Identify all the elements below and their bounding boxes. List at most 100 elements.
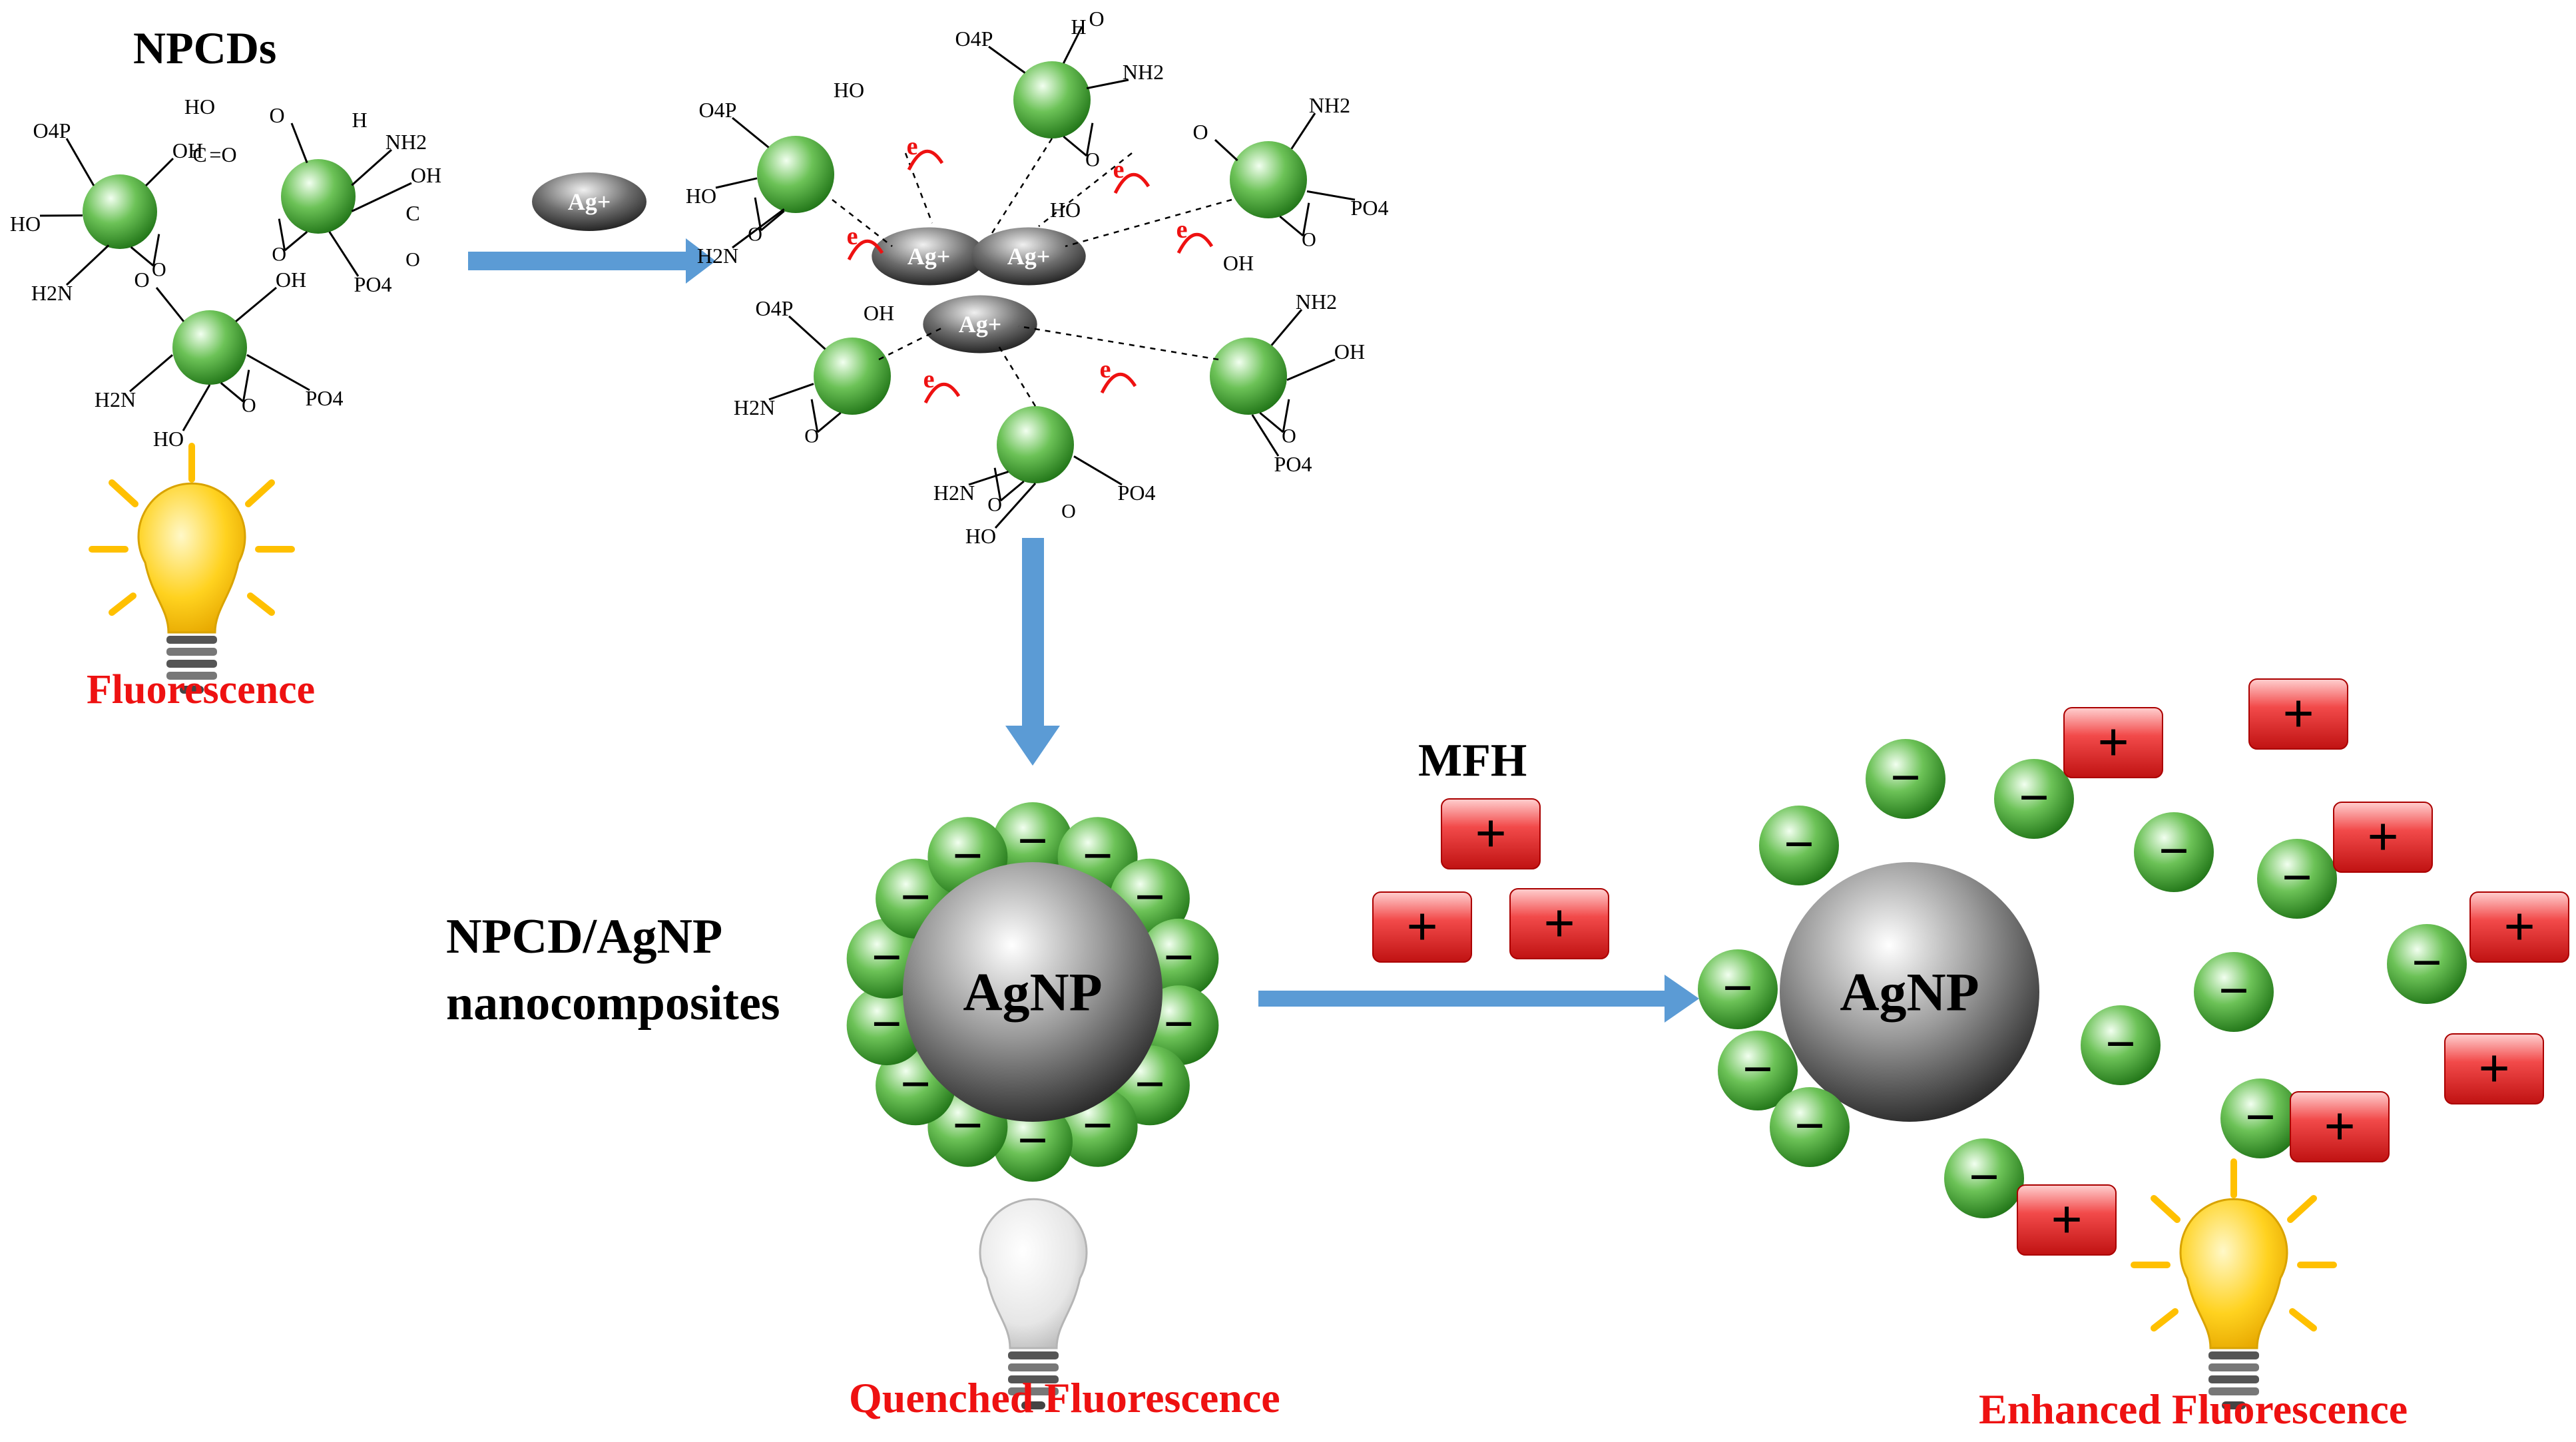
arrow-down-icon bbox=[1005, 538, 1060, 766]
positive-charge-box: + bbox=[1441, 798, 1541, 869]
bond-line bbox=[242, 369, 250, 402]
group-label: O4P bbox=[699, 98, 737, 122]
bond-line bbox=[65, 244, 110, 286]
group-label: OH bbox=[172, 138, 203, 162]
bond-line bbox=[129, 354, 173, 393]
group-label: HO bbox=[686, 184, 716, 208]
plus-sign: + bbox=[2478, 1038, 2510, 1100]
minus-sign: − bbox=[1722, 958, 1753, 1018]
ag-ion: Ag+ bbox=[971, 227, 1086, 286]
negative-charge-ball: − bbox=[1698, 949, 1778, 1029]
group-label: O bbox=[1192, 120, 1208, 144]
arrow-right-icon bbox=[1258, 975, 1699, 1023]
negative-charge-ball: − bbox=[2081, 1005, 2161, 1085]
coordination-bond bbox=[1018, 325, 1219, 361]
lightbulb-off-icon bbox=[979, 1198, 1088, 1409]
minus-sign: − bbox=[872, 994, 902, 1054]
group-label: PO4 bbox=[1351, 196, 1389, 220]
group-label: HO bbox=[184, 95, 215, 119]
minus-sign: − bbox=[1163, 994, 1194, 1054]
negative-charge-ball: − bbox=[1770, 1087, 1850, 1167]
bond-line bbox=[246, 354, 310, 391]
bond-line bbox=[182, 384, 211, 431]
carbon-dot-sphere bbox=[1013, 61, 1091, 138]
group-label: H2N bbox=[933, 481, 975, 505]
minus-sign: − bbox=[1794, 1096, 1825, 1156]
ag-ion-label: Ag+ bbox=[959, 311, 1002, 338]
bond-line bbox=[1290, 113, 1316, 150]
group-label: O4P bbox=[33, 119, 71, 142]
positive-charge-box: + bbox=[2444, 1033, 2544, 1104]
minus-sign: − bbox=[900, 867, 931, 927]
negative-charge-ball: − bbox=[1944, 1138, 2024, 1218]
electron-transfer-arrow bbox=[923, 382, 961, 404]
electron-label: e bbox=[1100, 356, 1111, 383]
electron-transfer-arrow bbox=[1100, 372, 1137, 394]
negative-charge-ball: − bbox=[1718, 1031, 1798, 1110]
positive-charge-box: + bbox=[2248, 678, 2348, 750]
bond-line bbox=[235, 286, 277, 322]
plus-sign: + bbox=[2324, 1096, 2356, 1158]
bulb-layer bbox=[89, 443, 2337, 1409]
negative-charge-ball: − bbox=[2134, 812, 2214, 892]
minus-sign: − bbox=[1135, 867, 1165, 927]
mfh-label: MFH bbox=[1418, 735, 1527, 786]
group-label: H bbox=[352, 108, 367, 132]
carbon-dot-sphere bbox=[83, 174, 157, 249]
carbon-dot-sphere bbox=[814, 338, 891, 415]
negative-charge-ball: − bbox=[2387, 924, 2467, 1004]
negative-charge-ball: − bbox=[1759, 806, 1839, 885]
bond-line bbox=[993, 467, 1002, 501]
fluorescence-label: Fluorescence bbox=[87, 667, 316, 712]
carbon-dot-sphere bbox=[757, 136, 834, 213]
bond-line bbox=[290, 122, 308, 164]
bond-line bbox=[1063, 26, 1083, 64]
bond-line bbox=[1085, 122, 1094, 156]
electron-label: e bbox=[1176, 216, 1188, 244]
group-label: O bbox=[1302, 228, 1316, 250]
bond-line bbox=[152, 234, 160, 266]
negative-charge-ball: − bbox=[1866, 739, 1945, 819]
minus-sign: − bbox=[1784, 814, 1814, 874]
group-label: O bbox=[1061, 501, 1076, 523]
group-label: PO4 bbox=[354, 272, 392, 296]
coordination-bond bbox=[991, 138, 1053, 234]
minus-sign: − bbox=[1742, 1039, 1773, 1099]
minus-sign: − bbox=[2019, 768, 2049, 828]
group-label: HO bbox=[965, 524, 996, 548]
positive-charge-box: + bbox=[2469, 891, 2569, 963]
group-label: PO4 bbox=[1274, 452, 1312, 476]
minus-sign: − bbox=[872, 927, 902, 987]
plus-sign: + bbox=[2367, 806, 2399, 868]
electron-transfer-arrow bbox=[1176, 232, 1214, 254]
bond-line bbox=[810, 399, 819, 433]
minus-sign: − bbox=[2218, 961, 2249, 1021]
bond-line bbox=[351, 182, 412, 212]
nanocomposite-label-line1: NPCD/AgNP bbox=[446, 909, 723, 964]
bond-line bbox=[155, 287, 184, 322]
positive-charge-box: + bbox=[2017, 1184, 2117, 1256]
bond-line bbox=[788, 315, 826, 350]
minus-sign: − bbox=[2282, 847, 2312, 907]
group-label: H2N bbox=[95, 387, 136, 411]
enhanced-fluorescence-label: Enhanced Fluorescence bbox=[1979, 1385, 2408, 1433]
ag-ion-label: Ag+ bbox=[907, 243, 951, 270]
agnp-label: AgNP bbox=[963, 962, 1102, 1023]
group-label: O bbox=[1089, 7, 1104, 31]
coordination-bond bbox=[904, 152, 933, 224]
positive-charge-box: + bbox=[2333, 802, 2433, 873]
bond-line bbox=[732, 208, 785, 249]
group-label: O4P bbox=[955, 27, 993, 51]
group-label: O bbox=[269, 103, 284, 127]
particle-layer: −−−−−−−−−−−−−−AgNP+++AgNP−−−−−−−−−−−−−++… bbox=[846, 678, 2569, 1256]
minus-sign: − bbox=[2105, 1014, 2136, 1074]
positive-charge-box: + bbox=[1509, 888, 1609, 959]
arrow-right-icon bbox=[468, 238, 716, 284]
